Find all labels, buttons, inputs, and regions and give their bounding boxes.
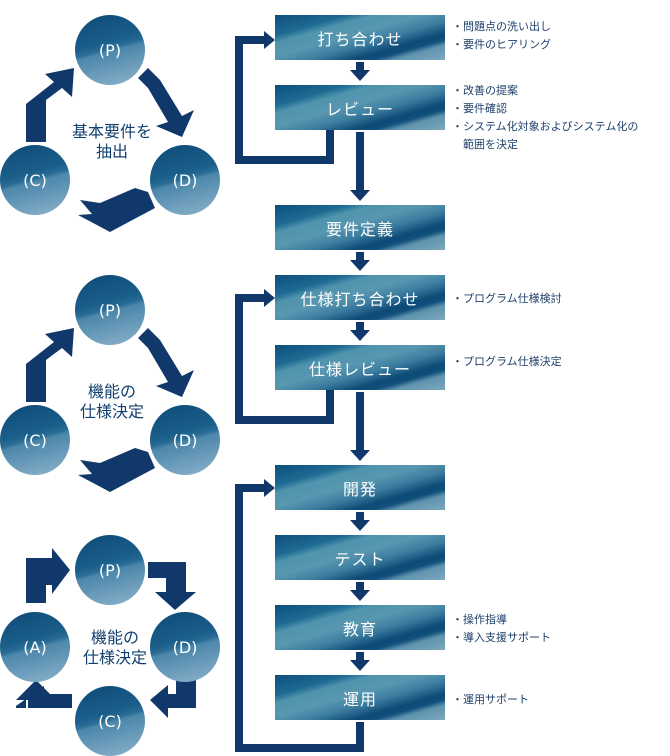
step-label: レビュー xyxy=(325,99,394,119)
down-arrow-3-4 xyxy=(350,252,370,271)
node-label: (C) xyxy=(98,711,122,731)
down-arrow-6-7 xyxy=(350,512,370,531)
cycle1-arrow-p-to-d xyxy=(138,68,194,137)
flow-step-operation: 運用 xyxy=(275,675,445,720)
down-arrow-7-8 xyxy=(350,582,370,601)
loop1-vertical-left xyxy=(235,36,243,164)
cycle2-arrow-d-to-c xyxy=(78,448,155,492)
center-line: 基本要件を xyxy=(71,122,152,141)
note-item: ・プログラム仕様決定 xyxy=(452,355,562,368)
step-label: 運用 xyxy=(342,689,377,709)
down-arrow-1-2 xyxy=(350,62,370,81)
cycle2-arrow-p-to-d xyxy=(138,328,194,397)
notes-operation: ・運用サポート xyxy=(452,691,529,709)
step-label: 教育 xyxy=(342,619,377,639)
node-label: (D) xyxy=(172,637,198,657)
center-line: 仕様決定 xyxy=(79,402,144,421)
loop2-arrowhead xyxy=(264,289,275,307)
cycle3-node-d: (D) xyxy=(150,612,220,682)
down-arrow-4-5 xyxy=(350,322,370,341)
notes-spec-review: ・プログラム仕様決定 xyxy=(452,353,562,371)
center-line: 機能の xyxy=(90,628,139,647)
center-line: 仕様決定 xyxy=(82,648,147,667)
note-item: ・要件のヒアリング xyxy=(452,38,551,51)
flow-step-spec-meeting: 仕様打ち合わせ xyxy=(275,275,445,320)
loop2-vertical-left xyxy=(235,294,243,424)
note-item: 範囲を決定 xyxy=(452,138,518,151)
cycle3-arrow-a-to-p xyxy=(26,548,70,603)
notes-review: ・改善の提案 ・要件確認 ・システム化対象およびシステム化の 範囲を決定 xyxy=(452,82,638,154)
loop2-horizontal xyxy=(235,416,334,424)
loop2-vertical-right xyxy=(326,390,334,424)
center-line: 抽出 xyxy=(95,142,128,161)
cycle1-arrow-d-to-c xyxy=(78,188,155,232)
node-label: (P) xyxy=(98,40,122,60)
step-label: 仕様レビュー xyxy=(308,359,411,379)
note-item: ・運用サポート xyxy=(452,693,529,706)
cycle3-center-label: 機能の 仕様決定 xyxy=(65,628,165,668)
loop1-vertical-right xyxy=(326,130,334,164)
node-label: (A) xyxy=(23,637,47,657)
step-label: 要件定義 xyxy=(325,219,394,239)
step-label: テスト xyxy=(334,549,386,569)
loop3-vertical-left xyxy=(235,484,243,752)
notes-education: ・操作指導 ・導入支援サポート xyxy=(452,611,551,647)
flow-step-development: 開発 xyxy=(275,465,445,510)
cycle3-arrow-p-to-d xyxy=(148,562,196,610)
down-arrow-8-9 xyxy=(350,652,370,671)
cycle2-center-label: 機能の 仕様決定 xyxy=(62,382,162,422)
loop3-arrowhead xyxy=(264,479,275,497)
node-label: (P) xyxy=(98,300,122,320)
cycle3-node-p: (P) xyxy=(75,535,145,605)
loop2-to-box xyxy=(235,294,265,302)
notes-meeting: ・問題点の洗い出し ・要件のヒアリング xyxy=(452,18,551,54)
node-label: (D) xyxy=(172,430,198,450)
cycle1-node-d: (D) xyxy=(150,145,220,215)
cycle3-node-c: (C) xyxy=(75,686,145,756)
down-arrow-2-3 xyxy=(350,132,370,201)
loop1-arrowhead xyxy=(264,31,275,49)
center-line: 機能の xyxy=(87,382,136,401)
note-item: ・プログラム仕様検討 xyxy=(452,292,562,305)
cycle1-node-c: (C) xyxy=(0,145,70,215)
loop3-to-box xyxy=(235,484,265,492)
cycle1-center-label: 基本要件を 抽出 xyxy=(62,122,162,162)
node-label: (C) xyxy=(23,170,47,190)
note-item: ・要件確認 xyxy=(452,102,507,115)
down-arrow-5-6 xyxy=(350,392,370,461)
cycle1-arrow-c-to-p xyxy=(26,68,74,142)
note-item: ・システム化対象およびシステム化の xyxy=(452,120,639,133)
loop1-to-box xyxy=(235,36,265,44)
flow-step-spec-review: 仕様レビュー xyxy=(275,345,445,390)
step-label: 開発 xyxy=(342,479,377,499)
flow-step-test: テスト xyxy=(275,535,445,580)
cycle3-node-a: (A) xyxy=(0,612,70,682)
cycle2-arrow-c-to-p xyxy=(26,328,74,402)
note-item: ・操作指導 xyxy=(452,613,507,626)
cycle2-node-p: (P) xyxy=(75,275,145,345)
note-item: ・問題点の洗い出し xyxy=(452,20,551,33)
flow-step-meeting: 打ち合わせ xyxy=(275,15,445,60)
cycle2-node-d: (D) xyxy=(150,405,220,475)
loop3-vertical-right xyxy=(356,722,364,752)
loop3-horizontal xyxy=(235,744,364,752)
cycle2-node-c: (C) xyxy=(0,405,70,475)
flow-step-review: レビュー xyxy=(275,85,445,130)
step-label: 仕様打ち合わせ xyxy=(300,289,420,309)
flow-step-requirements: 要件定義 xyxy=(275,205,445,250)
note-item: ・改善の提案 xyxy=(452,84,518,97)
node-label: (P) xyxy=(98,560,122,580)
loop1-horizontal xyxy=(235,156,334,164)
note-item: ・導入支援サポート xyxy=(452,631,551,644)
cycle3-arrow-c-to-a-body xyxy=(28,694,72,708)
cycle1-node-p: (P) xyxy=(75,15,145,85)
step-label: 打ち合わせ xyxy=(317,29,403,49)
node-label: (C) xyxy=(23,430,47,450)
node-label: (D) xyxy=(172,170,198,190)
notes-spec-meeting: ・プログラム仕様検討 xyxy=(452,290,562,308)
flow-step-education: 教育 xyxy=(275,605,445,650)
